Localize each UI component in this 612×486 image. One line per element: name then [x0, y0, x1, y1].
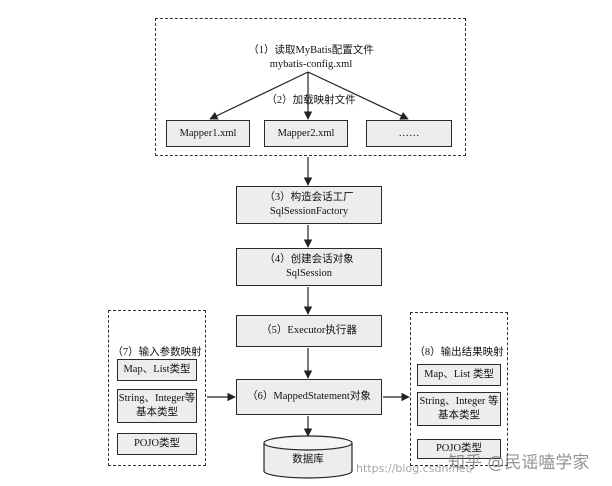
watermark-brand: 知乎 @民谣嗑学家 — [448, 453, 590, 473]
mapper2-label: Mapper2.xml — [277, 127, 335, 139]
mapper1-box: Mapper1.xml — [166, 120, 250, 147]
output-map-list-box: Map、List 类型 — [417, 364, 501, 386]
output-pojo-box: POJO类型 — [417, 439, 501, 459]
step3-line2: SqlSessionFactory — [269, 206, 349, 217]
sqlsessionfactory-box: （3）构造会话工厂 SqlSessionFactory — [236, 186, 382, 224]
database-cylinder — [263, 435, 353, 479]
input-mapping-group — [108, 310, 206, 466]
output-pojo-label: POJO类型 — [435, 443, 483, 454]
step4-line2: SqlSession — [285, 268, 333, 279]
mapper2-box: Mapper2.xml — [264, 120, 348, 147]
config-file: mybatis-config.xml — [269, 59, 353, 70]
input-basic-line1: String、Integer等 — [118, 393, 196, 404]
input-map-list-box: Map、List类型 — [117, 359, 197, 381]
mapper1-label: Mapper1.xml — [179, 127, 237, 139]
mappedstatement-box: （6）MappedStatement对象 — [236, 379, 382, 415]
arrow-config-to-mapper1 — [209, 71, 309, 120]
input-basic-line2: 基本类型 — [136, 407, 178, 418]
input-mapping-title: （7）输入参数映射 — [112, 347, 202, 358]
output-basic-line1: String、Integer 等 — [419, 396, 499, 407]
executor-box: （5）Executor执行器 — [236, 315, 382, 347]
output-basic-line2: 基本类型 — [438, 410, 480, 421]
input-map-list-label: Map、List类型 — [123, 364, 191, 375]
output-mapping-group — [410, 312, 508, 466]
sqlsession-box: （4）创建会话对象 SqlSession — [236, 248, 382, 286]
input-pojo-box: POJO类型 — [117, 433, 197, 455]
arrow-config-to-mapper-more — [307, 71, 409, 120]
step4-line1: （4）创建会话对象 — [264, 254, 354, 265]
step6-label: （6）MappedStatement对象 — [247, 391, 371, 402]
config-group — [155, 18, 466, 156]
watermark-url: https://blog.csdn.net/ — [356, 462, 474, 475]
mapper-more-label: …… — [398, 127, 420, 139]
output-basic-types-box: String、Integer 等 基本类型 — [417, 392, 501, 426]
config-title: （1）读取MyBatis配置文件 — [248, 45, 374, 56]
step5-label: （5）Executor执行器 — [261, 325, 357, 336]
database-label: 数据库 — [292, 454, 324, 465]
output-mapping-title: （8）输出结果映射 — [414, 347, 504, 358]
load-mappers-label: （2）加载映射文件 — [262, 94, 360, 108]
output-map-list-label: Map、List 类型 — [424, 369, 494, 380]
input-basic-types-box: String、Integer等 基本类型 — [117, 389, 197, 423]
input-pojo-label: POJO类型 — [133, 438, 181, 449]
step3-line1: （3）构造会话工厂 — [264, 192, 354, 203]
mapper-more-box: …… — [366, 120, 452, 147]
